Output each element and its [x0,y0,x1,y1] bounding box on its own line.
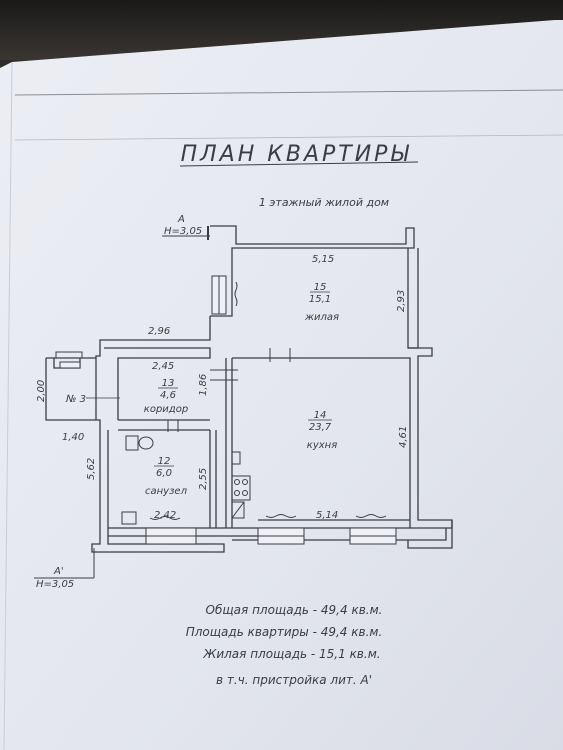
sink-icon [121,511,137,525]
svg-text:15: 15 [314,282,327,293]
dim-bath-outer: 5,62 [86,458,97,480]
svg-text:Жилая площадь - 15,1 кв.м.: Жилая площадь - 15,1 кв.м. [202,647,380,661]
svg-text:4,6: 4,6 [160,390,176,401]
svg-text:коридор: коридор [144,404,188,415]
svg-text:А': А' [53,566,64,577]
svg-text:12: 12 [158,456,171,467]
svg-text:15,1: 15,1 [309,294,331,305]
boiler-icon [231,501,245,519]
dim-kitchen-width: 5,14 [316,510,338,521]
radiator-icon-2 [265,514,297,518]
section-mark-top: А Н=3,05 [162,214,210,240]
dim-corridor-top: 2,96 [148,326,170,337]
heater-icon [234,281,238,307]
meter-icon [231,451,241,465]
dim-bath-width: 2,42 [154,510,176,521]
radiator-icon-3 [355,514,387,518]
svg-text:Н=3,05: Н=3,05 [164,226,202,237]
windows [59,275,397,545]
dim-corridor-width: 2,45 [152,361,174,372]
svg-text:6,0: 6,0 [156,468,172,479]
dim-porch-width: 1,40 [62,432,84,443]
toilet-icon [125,435,139,451]
svg-text:санузел: санузел [145,486,188,497]
room-corridor: 13 4,6 коридор [144,378,188,415]
svg-text:14: 14 [314,410,327,421]
dim-kitchen-height: 4,61 [398,426,409,448]
svg-text:23,7: 23,7 [309,422,332,433]
porch-label: № 3 [65,394,86,405]
svg-text:А: А [177,214,185,225]
plan-title: ПЛАН КВАРТИРЫ [181,142,412,167]
svg-text:13: 13 [162,378,175,389]
frame-top-line-2 [14,134,563,141]
plan-subtitle: 1 этажный жилой дом [259,196,389,209]
dim-living-height: 2,93 [396,290,407,312]
svg-text:в т.ч. пристройка лит. А': в т.ч. пристройка лит. А' [216,673,372,687]
svg-text:Площадь квартиры - 49,4 кв.м.: Площадь квартиры - 49,4 кв.м. [186,625,383,639]
dim-porch-height: 2,00 [36,380,47,402]
dim-living-width: 5,15 [312,254,334,265]
title-underline [179,161,419,167]
fixtures [55,281,387,525]
frame-top-line [14,89,563,96]
room-living: 15 15,1 жилая [304,282,339,323]
svg-text:жилая: жилая [304,312,339,323]
svg-text:кухня: кухня [307,440,337,451]
dim-corridor-height: 1,86 [198,374,209,396]
svg-text:Н=3,05: Н=3,05 [36,579,74,590]
section-mark-bottom: А' Н=3,05 [34,548,95,590]
room-bathroom: 12 6,0 санузел [145,456,188,497]
dim-bath-height: 2,55 [198,468,209,490]
radiator-icon-1 [149,516,181,520]
area-summary: Общая площадь - 49,4 кв.м. Площадь кварт… [186,603,383,687]
door-marks [167,348,291,432]
paper-sheet [0,20,563,750]
svg-text:Общая площадь - 49,4 кв.м.: Общая площадь - 49,4 кв.м. [206,603,383,617]
stove-icon [231,475,251,501]
paper-fold-line [3,61,13,750]
stair-block-icon [55,351,83,359]
room-kitchen: 14 23,7 кухня [307,410,337,451]
